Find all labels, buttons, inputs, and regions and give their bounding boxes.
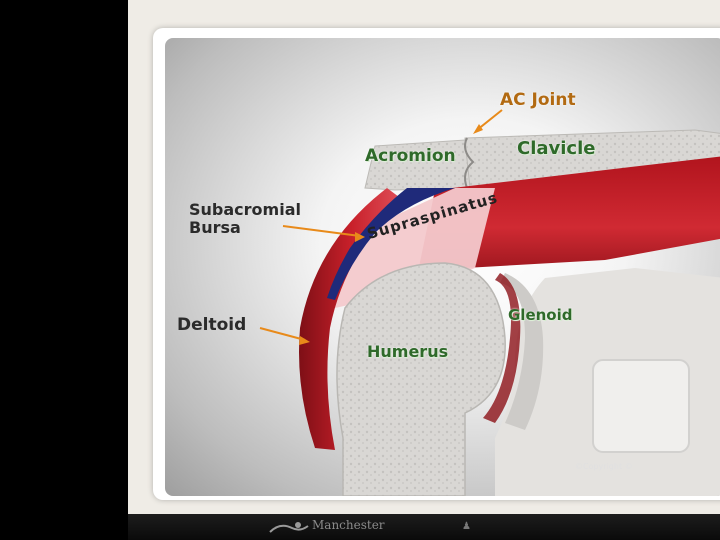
left-black-margin: [0, 0, 128, 540]
deltoid-muscle: [299, 188, 403, 450]
clavicle-label: Clavicle: [517, 138, 596, 159]
scapula-bone: [495, 268, 720, 496]
footer-brand-text: Manchester: [312, 518, 385, 532]
arrows: [259, 109, 503, 341]
glenoid-bone: [500, 273, 544, 430]
humerus-bone: [336, 262, 506, 496]
deltoid-label: Deltoid: [177, 315, 247, 335]
copyright-text: ©Copyright ©: [575, 462, 633, 471]
humerus-label: Humerus: [367, 342, 449, 361]
ac-joint-gap: [464, 137, 475, 189]
acromion-label: Acromion: [365, 146, 456, 166]
anatomy-illustration: [259, 109, 720, 496]
ac-joint-label: AC Joint: [500, 90, 576, 110]
subacromial-bursa-label-line2: Bursa: [189, 218, 241, 237]
arrowheads: [299, 124, 483, 345]
arrow-bursa: [282, 225, 361, 237]
subacromial-bursa-label-line1: Subacromial: [189, 200, 301, 219]
subacromial-bursa: [327, 188, 455, 300]
shoulder-anatomy-figure: AC Joint Acromion Clavicle Subacromial B…: [165, 38, 720, 496]
supraspinatus-tendon: [325, 188, 495, 308]
glenoid-label: Glenoid: [508, 306, 573, 324]
watermark-logo: [592, 359, 690, 453]
subacromial-bursa-label: Subacromial Bursa: [189, 201, 301, 237]
footer-bar: [128, 514, 720, 540]
footer-logo-icon: [269, 522, 309, 533]
joint-capsule: [483, 273, 521, 423]
arrow-deltoid: [259, 327, 306, 341]
footer-person-icon: ♟: [462, 521, 471, 532]
arrow-ac-joint: [476, 109, 503, 131]
